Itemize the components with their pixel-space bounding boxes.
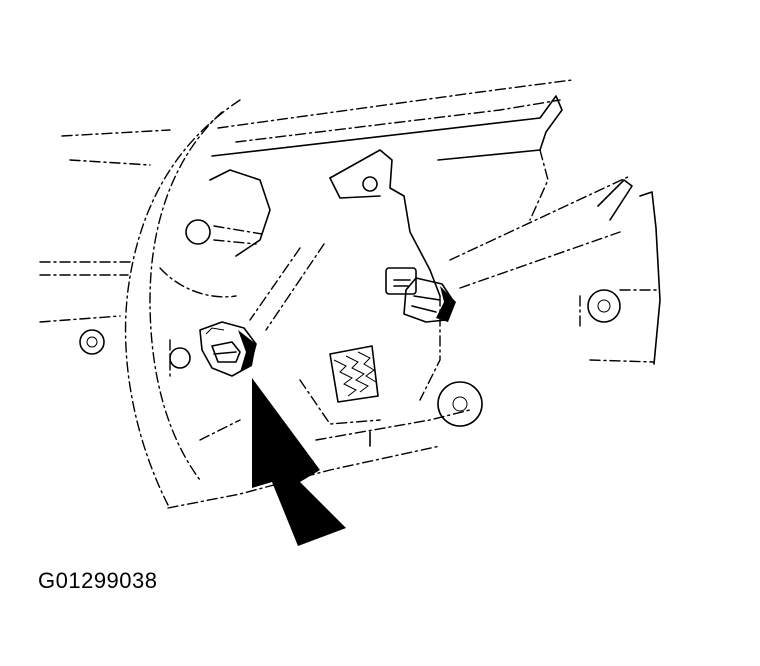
- engine-block: [249, 149, 471, 447]
- sensor-target: [199, 321, 257, 377]
- sensor-right: [385, 267, 456, 323]
- left-housing: [39, 99, 241, 506]
- hatched-pad: [329, 345, 379, 403]
- right-assembly: [449, 175, 661, 365]
- lower-pulley: [437, 381, 483, 427]
- upper-rail: [211, 79, 573, 221]
- pointer-arrow: [252, 378, 346, 546]
- figure-id-label: G01299038: [38, 568, 158, 593]
- mounting-bracket: [159, 169, 271, 381]
